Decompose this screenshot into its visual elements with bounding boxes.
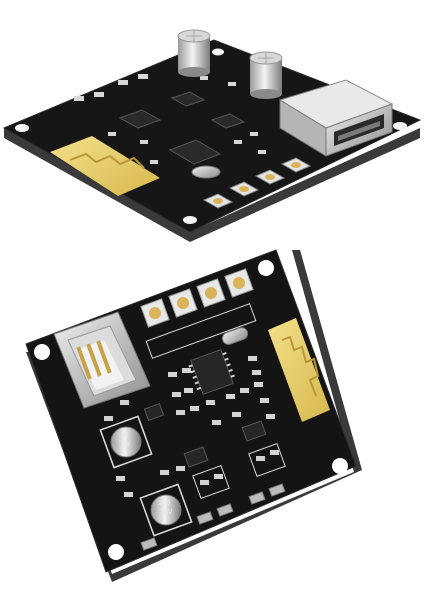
- mounting-hole: [183, 216, 197, 224]
- pcb-antenna: [50, 136, 160, 196]
- tactile-button: [280, 157, 312, 173]
- ic-chip: [168, 139, 222, 165]
- tactile-button: [202, 193, 234, 209]
- capacitor-label: 1R: [120, 431, 129, 439]
- capacitor-label: 220: [158, 499, 171, 507]
- tactile-button-row: [140, 268, 254, 328]
- ic-chip: [118, 109, 162, 129]
- mounting-hole: [393, 122, 407, 130]
- tactile-button: [168, 288, 198, 318]
- electrolytic-capacitor: 220 16V: [139, 483, 193, 537]
- ic-chip: [241, 420, 267, 442]
- antenna-trace: [69, 152, 145, 169]
- connector-pads: [140, 483, 286, 551]
- tactile-button: [228, 181, 260, 197]
- electrolytic-capacitor: 1R 0V: [99, 415, 153, 469]
- pcb-antenna: [268, 318, 330, 422]
- smd-parts: [74, 74, 266, 164]
- crystal-oscillator: [221, 327, 249, 345]
- tactile-button-row: [202, 157, 312, 209]
- top-board: [2, 29, 422, 242]
- ic-chip: [210, 113, 246, 129]
- usb-a-port: [278, 79, 394, 157]
- ic-chip: [143, 402, 165, 422]
- mounting-hole: [212, 48, 224, 56]
- smd-parts: [104, 356, 279, 497]
- tactile-button: [254, 169, 286, 185]
- silkscreen-outlines: [145, 303, 286, 500]
- tactile-button: [224, 268, 254, 298]
- crystal-oscillator: [191, 165, 221, 179]
- mounting-hole: [108, 544, 124, 560]
- capacitor-label: 16V: [160, 508, 173, 516]
- ic-chip: [188, 348, 235, 396]
- antenna-trace: [281, 335, 320, 397]
- bottom-board: 1R 0V 220 16V: [25, 249, 362, 582]
- ic-chip: [170, 91, 206, 107]
- mounting-hole: [258, 260, 274, 276]
- tactile-button: [140, 298, 170, 328]
- tactile-button: [196, 278, 226, 308]
- electrolytic-capacitor: [249, 51, 283, 99]
- electrolytic-capacitor: [177, 29, 211, 77]
- usb-a-port: [53, 311, 151, 409]
- mounting-hole: [15, 124, 29, 132]
- mounting-hole: [34, 344, 50, 360]
- ic-chip: [183, 446, 209, 468]
- capacitor-label: 0V: [122, 440, 131, 448]
- mounting-hole: [332, 458, 348, 474]
